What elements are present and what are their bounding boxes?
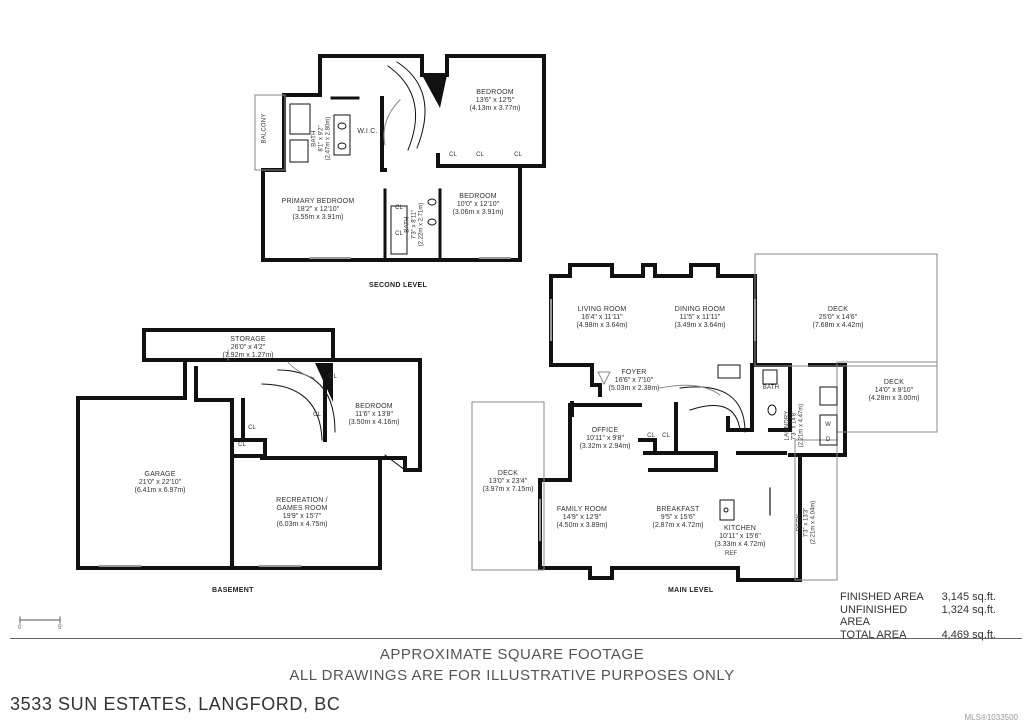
room-bath-second: BATH 8'1" x 9'2" (2.47m x 2.80m) — [311, 116, 332, 161]
area-value: 3,145 sq.ft. — [941, 591, 996, 603]
room-bedroom-base: BEDROOM 11'6" x 13'8" (3.50m x 4.16m) — [348, 403, 400, 426]
closet-label: CL — [395, 205, 403, 211]
illustrative-disclaimer: ALL DRAWINGS ARE FOR ILLUSTRATIVE PURPOS… — [289, 667, 735, 684]
room-dining-room: DINING ROOM 11'5" x 11'11" (3.49m x 3.64… — [674, 306, 726, 329]
area-summary: FINISHED AREA 3,145 sq.ft. UNFINISHED AR… — [840, 591, 996, 641]
basement-details — [99, 349, 406, 567]
dryer-label: D — [825, 437, 831, 443]
scale-label-start: 0 — [18, 625, 22, 631]
closet-label: CL — [476, 152, 484, 158]
closet-label: CL — [395, 231, 403, 237]
room-balcony: BALCONY — [261, 113, 268, 144]
closet-label: CL — [238, 442, 246, 448]
room-deck-side: DECK 7'3" x 13'3" (2.21m x 4.04m) — [796, 500, 817, 545]
area-label: FINISHED AREA — [840, 591, 924, 603]
mls-number: MLS®1033500 — [964, 713, 1019, 722]
area-value: 1,324 sq.ft. — [941, 603, 996, 616]
room-primary-bedroom: PRIMARY BEDROOM 18'2" x 12'10" (3.55m x … — [281, 198, 355, 221]
basement-title: BASEMENT — [212, 587, 254, 594]
room-office: OFFICE 10'11" x 9'8" (3.32m x 2.94m) — [579, 427, 631, 450]
room-deck-upper: DECK 25'0" x 14'6" (7.68m x 4.42m) — [812, 306, 864, 329]
area-row: TOTAL AREA 4,469 sq.ft. — [840, 629, 996, 642]
room-bath-main: BATH — [762, 385, 780, 391]
area-row: UNFINISHED AREA 1,324 sq.ft. — [840, 604, 996, 629]
closet-label: CL — [313, 412, 321, 418]
room-breakfast: BREAKFAST 9'5" x 15'6" (2.87m x 4.72m) — [652, 506, 704, 529]
property-address: 3533 SUN ESTATES, LANGFORD, BC — [10, 694, 341, 714]
room-deck-right: DECK 14'0" x 9'10" (4.28m x 3.00m) — [868, 379, 920, 402]
room-bedroom-top: BEDROOM 13'6" x 12'5" (4.13m x 3.77m) — [469, 89, 521, 112]
washer-label: W — [825, 422, 831, 428]
room-family-room: FAMILY ROOM 14'9" x 12'9" (4.50m x 3.89m… — [556, 506, 608, 529]
room-recreation: RECREATION / GAMES ROOM 19'9" x 15'7" (6… — [276, 497, 328, 528]
main-level-title: MAIN LEVEL — [668, 587, 714, 594]
room-storage: STORAGE 26'0" x 4'2" (7.92m x 1.27m) — [222, 336, 274, 359]
fridge-label: REF — [725, 551, 737, 557]
second-level-details — [254, 61, 511, 259]
stair-dark-basement — [315, 363, 333, 402]
closet-label: CL — [449, 152, 457, 158]
room-living-room: LIVING ROOM 16'4" x 11'11" (4.98m x 3.64… — [576, 306, 628, 329]
area-row: FINISHED AREA 3,145 sq.ft. — [840, 591, 996, 604]
basement-walls — [76, 328, 422, 570]
stair-dark-second — [422, 75, 447, 108]
scale-label-end: 5' — [58, 625, 63, 631]
closet-label: CL — [248, 425, 256, 431]
closet-label: CL — [647, 433, 655, 439]
footer-divider — [10, 638, 1022, 639]
area-label: UNFINISHED AREA — [840, 603, 908, 629]
second-level-walls — [261, 54, 546, 262]
room-deck-left: DECK 13'0" x 23'4" (3.97m x 7.15m) — [482, 470, 534, 493]
main-level-details — [471, 253, 938, 581]
room-bedroom-second: BEDROOM 10'0" x 12'10" (3.06m x 3.91m) — [452, 193, 504, 216]
room-laundry: LAUNDRY 7'3" x 14'8" (2.21m x 4.47m) — [784, 403, 805, 448]
approx-footage-line: APPROXIMATE SQUARE FOOTAGE — [379, 646, 645, 663]
main-door-swing — [597, 371, 611, 386]
closet-label: CL — [514, 152, 522, 158]
area-value: 4,469 sq.ft. — [941, 628, 996, 641]
room-foyer: FOYER 16'6" x 7'10" (5.03m x 2.38m) — [608, 369, 660, 392]
room-garage: GARAGE 21'0" x 22'10" (6.41m x 6.97m) — [134, 471, 186, 494]
second-level-title: SECOND LEVEL — [369, 282, 428, 289]
room-bath-small: BATH 7'3" x 8'11" (2.22m x 2.71m) — [404, 202, 425, 247]
room-wic: W.I.C. — [357, 128, 378, 135]
room-kitchen: KITCHEN 10'11" x 15'6" (3.33m x 4.72m) — [714, 525, 766, 548]
main-level-walls — [538, 263, 847, 582]
area-label: TOTAL AREA — [840, 628, 907, 641]
closet-label: CL — [329, 374, 337, 380]
scale-bar — [19, 616, 61, 624]
closet-label: CL — [662, 433, 670, 439]
